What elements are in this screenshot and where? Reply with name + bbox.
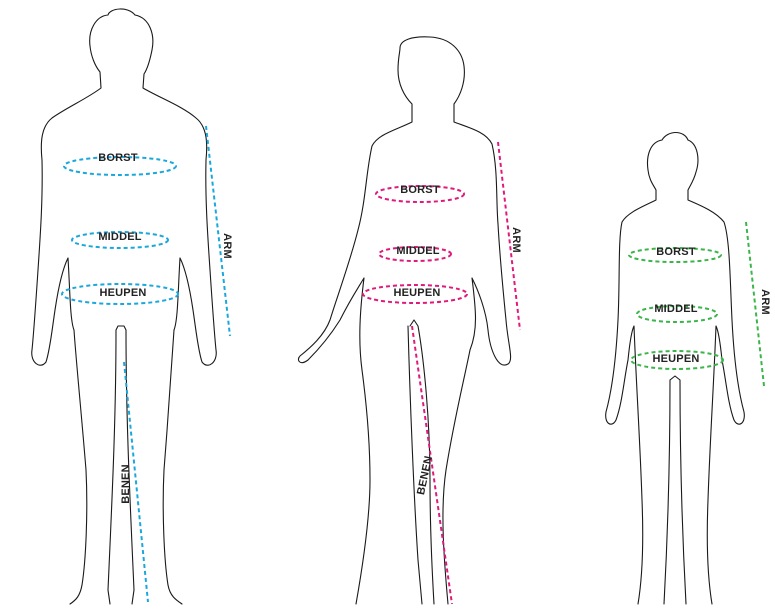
woman-heupen-label: HEUPEN [393,287,440,299]
man-benen-label: BENEN [120,464,132,504]
man-arm-line [206,126,230,336]
man-borst-label: BORST [98,152,138,164]
man-middel-label: MIDDEL [98,231,141,243]
man-heupen-label: HEUPEN [99,287,146,299]
woman-benen-label: BENEN [415,455,435,496]
woman-body-outline [298,37,510,604]
child-arm-label: ARM [759,289,771,315]
woman-borst-label: BORST [400,184,440,196]
man-figure: BORST MIDDEL HEUPEN ARM BENEN [32,9,233,604]
child-borst-label: BORST [656,246,696,258]
man-body-outline [32,9,217,604]
man-arm-label: ARM [221,233,233,259]
woman-arm-label: ARM [510,227,522,253]
child-heupen-label: HEUPEN [652,353,699,365]
woman-middel-label: MIDDEL [396,245,439,257]
woman-figure: BORST MIDDEL HEUPEN ARM BENEN [298,37,522,604]
child-middel-label: MIDDEL [654,303,697,315]
child-figure: BORST MIDDEL HEUPEN ARM [606,133,771,605]
